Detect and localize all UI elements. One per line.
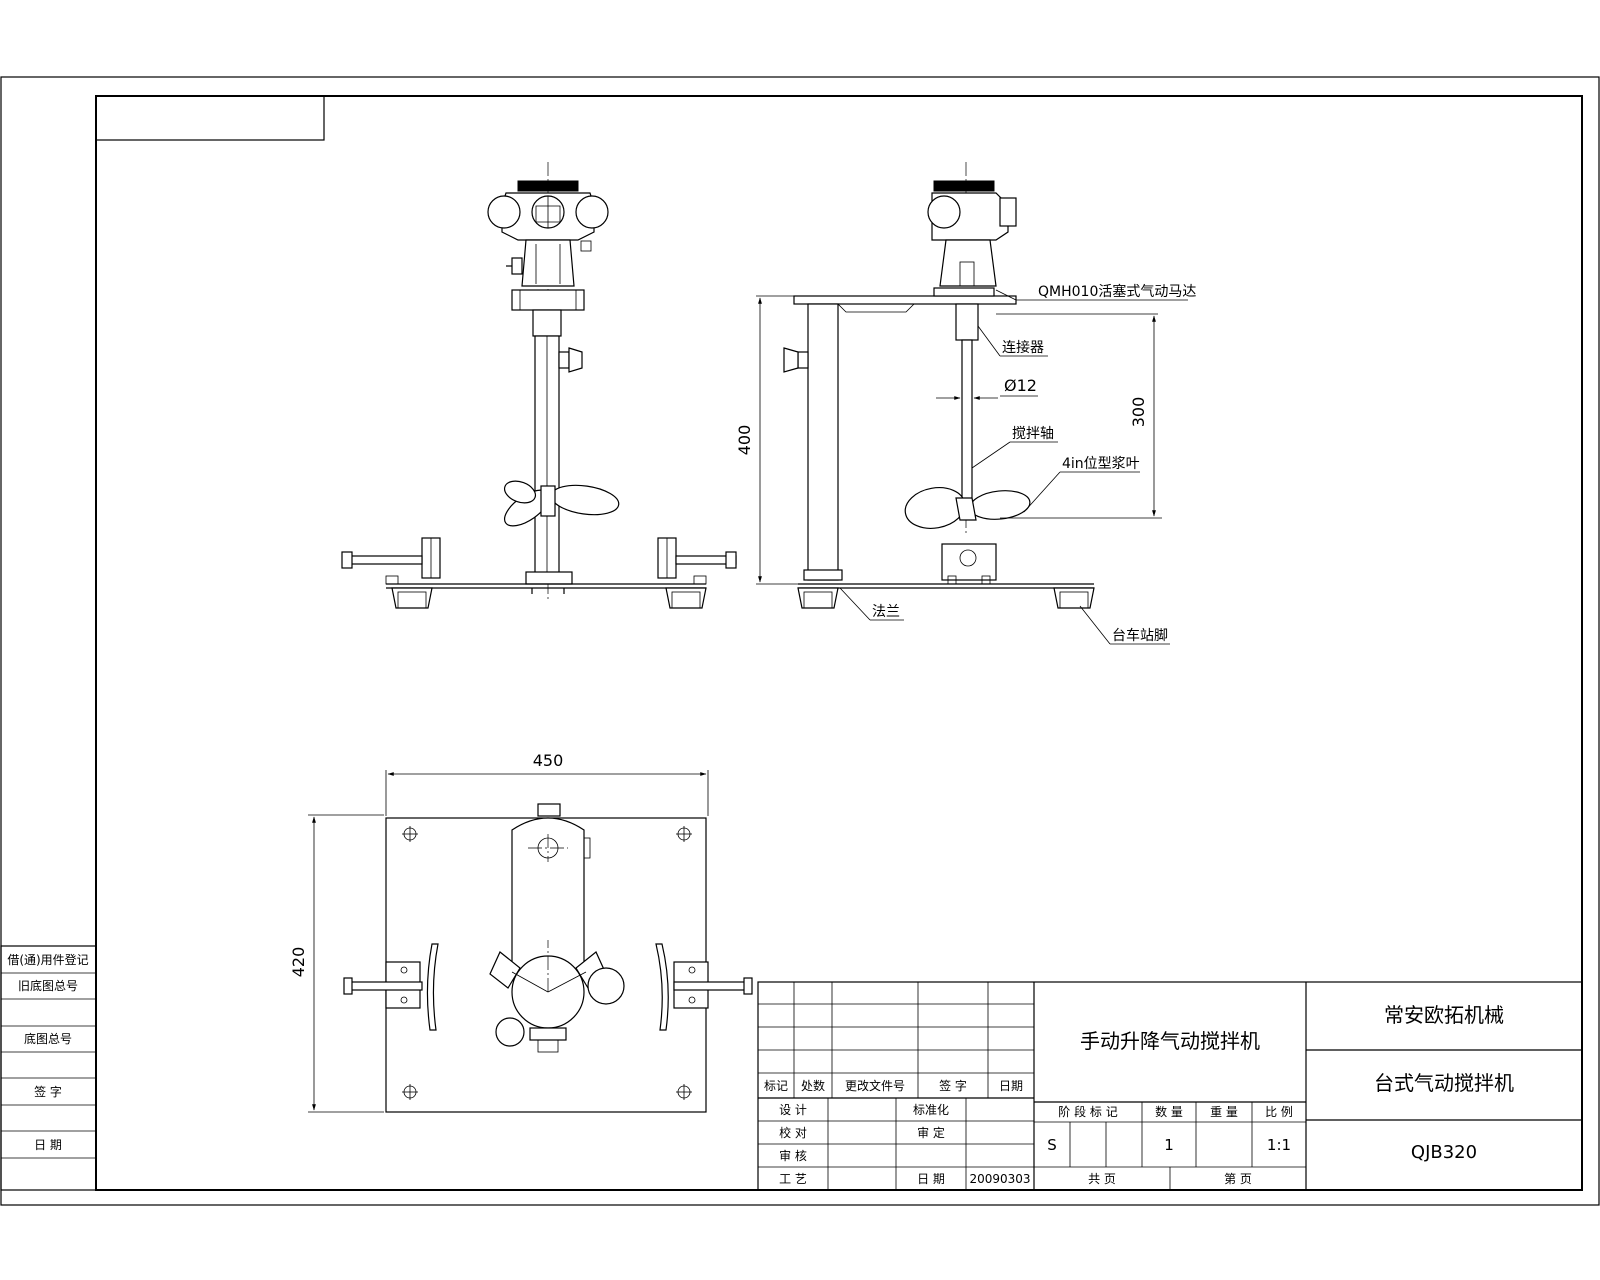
stage-mark: S: [1047, 1136, 1057, 1154]
rev-header-2: 更改文件号: [845, 1078, 905, 1093]
dim-shaft-diameter: Ø12: [1004, 376, 1037, 395]
model-number: QJB320: [1411, 1142, 1477, 1163]
rev-header-0: 标记: [764, 1079, 788, 1093]
label-coupling: 连接器: [1002, 339, 1044, 356]
quantity-value: 1: [1164, 1136, 1174, 1154]
side-view-dimensions: 400 300 Ø12: [735, 295, 1162, 585]
top-view: [343, 803, 753, 1113]
dim-depth: 420: [289, 947, 308, 978]
check-standard: 标准化: [913, 1103, 949, 1117]
stage-header-1: 数 量: [1155, 1104, 1183, 1119]
label-shaft: 搅拌轴: [1012, 426, 1054, 442]
dim-width: 450: [533, 751, 564, 770]
callouts: QMH010活塞式气动马达 连接器 搅拌轴 4in位型浆叶 法兰 台车站脚: [839, 283, 1196, 645]
product-name: 手动升降气动搅拌机: [1080, 1029, 1260, 1053]
role-proof: 校 对: [779, 1125, 807, 1140]
sheet-number: 第 页: [1224, 1172, 1252, 1186]
rev-header-1: 处数: [801, 1078, 825, 1093]
stage-header-0: 阶 段 标 记: [1058, 1104, 1117, 1119]
rev-header-4: 日期: [999, 1079, 1023, 1093]
side-view: [783, 162, 1095, 609]
scale-value: 1:1: [1267, 1136, 1291, 1154]
strip-label-1: 旧底图总号: [18, 978, 78, 993]
dim-height-total: 400: [735, 425, 754, 456]
rev-header-3: 签 字: [939, 1078, 967, 1093]
sheet-total: 共 页: [1088, 1172, 1116, 1186]
date-value: 20090303: [969, 1172, 1030, 1186]
mounting-holes: [402, 826, 692, 1100]
company-name: 常安欧拓机械: [1384, 1003, 1504, 1027]
role-process: 工 艺: [779, 1172, 807, 1186]
dim-shaft-length: 300: [1129, 397, 1148, 428]
label-flange: 法兰: [872, 604, 900, 620]
front-view: [341, 162, 737, 609]
role-review: 审 核: [779, 1148, 807, 1163]
strip-label-0: 借(通)用件登记: [7, 952, 88, 967]
stage-header-3: 比 例: [1265, 1105, 1293, 1119]
check-date: 日 期: [917, 1172, 945, 1186]
label-foot: 台车站脚: [1112, 627, 1168, 644]
top-view-dimensions: 450 420: [289, 751, 709, 1113]
stage-header-2: 重 量: [1210, 1105, 1238, 1119]
strip-label-3: 底图总号: [24, 1031, 72, 1046]
check-approve: 审 定: [917, 1125, 945, 1140]
strip-label-7: 日 期: [34, 1138, 62, 1152]
drawing-frame: [0, 76, 1600, 1206]
label-motor: QMH010活塞式气动马达: [1038, 283, 1196, 300]
role-design: 设 计: [779, 1103, 807, 1117]
left-strip-table: 借(通)用件登记 旧底图总号 底图总号 签 字 日 期: [0, 945, 97, 1191]
product-description: 台式气动搅拌机: [1374, 1071, 1514, 1095]
title-block: 标记 处数 更改文件号 签 字 日期 设 计 标准化 校 对 审 定 审 核 工…: [757, 981, 1583, 1191]
label-impeller: 4in位型浆叶: [1062, 456, 1140, 472]
strip-label-5: 签 字: [34, 1084, 62, 1099]
